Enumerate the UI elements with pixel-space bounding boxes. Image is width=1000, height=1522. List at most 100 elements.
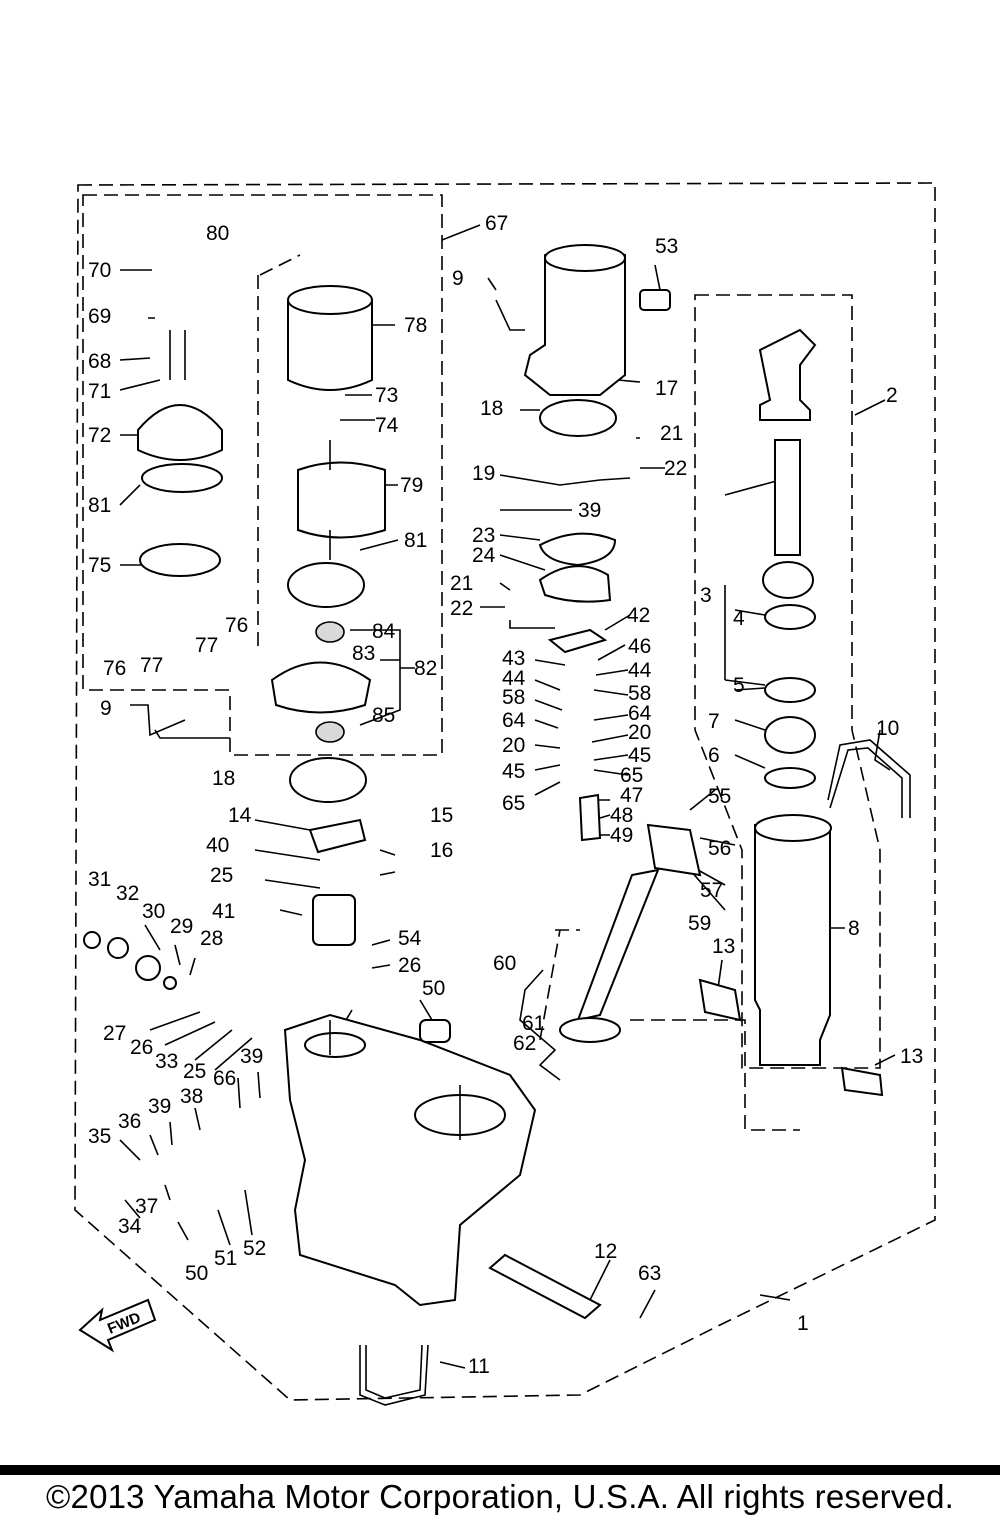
callout-45b: 45: [628, 744, 651, 767]
callout-29: 29: [170, 915, 193, 938]
callout-42: 42: [627, 604, 650, 627]
callout-69: 69: [88, 305, 111, 328]
callout-26b: 26: [130, 1036, 153, 1059]
callout-10: 10: [876, 717, 899, 740]
callout-79: 79: [400, 474, 423, 497]
callout-83: 83: [352, 642, 375, 665]
callout-40: 40: [206, 834, 229, 857]
callout-22a: 22: [664, 457, 687, 480]
callout-65a: 65: [502, 792, 525, 815]
callout-73: 73: [375, 384, 398, 407]
callout-15: 15: [430, 804, 453, 827]
callout-2: 2: [886, 384, 898, 407]
callout-24: 24: [472, 544, 496, 567]
callout-1: 1: [797, 1312, 809, 1335]
callout-78: 78: [404, 314, 427, 337]
callout-74: 74: [375, 414, 399, 437]
callout-61: 61: [522, 1012, 545, 1035]
callout-20a: 20: [502, 734, 525, 757]
callout-20b: 20: [628, 721, 651, 744]
callout-25a: 25: [210, 864, 233, 887]
callout-21a: 21: [660, 422, 683, 445]
callout-44a: 44: [502, 667, 526, 690]
callout-43: 43: [502, 647, 525, 670]
callout-30: 30: [142, 900, 165, 923]
callout-13b: 13: [900, 1045, 923, 1068]
callout-37: 37: [135, 1195, 158, 1218]
callout-18a: 18: [480, 397, 503, 420]
callout-39b: 39: [240, 1045, 263, 1068]
callout-4: 4: [733, 607, 745, 630]
callout-58b: 58: [628, 682, 651, 705]
callout-31: 31: [88, 868, 111, 891]
callout-22b: 22: [450, 597, 473, 620]
callout-81b: 81: [404, 529, 427, 552]
callout-18b: 18: [212, 767, 235, 790]
copyright-text: ©2013 Yamaha Motor Corporation, U.S.A. A…: [46, 1478, 954, 1515]
callout-51: 51: [214, 1247, 237, 1270]
callout-9a: 9: [452, 267, 464, 290]
callout-76b: 76: [103, 657, 126, 680]
callout-25b: 25: [183, 1060, 206, 1083]
callout-11: 11: [468, 1355, 490, 1378]
callout-8: 8: [848, 917, 860, 940]
callout-7: 7: [708, 710, 720, 733]
callout-62: 62: [513, 1032, 536, 1055]
callout-63: 63: [638, 1262, 661, 1285]
callout-70: 70: [88, 259, 111, 282]
callout-41: 41: [212, 900, 235, 923]
callout-9b: 9: [100, 697, 112, 720]
callout-68: 68: [88, 350, 111, 373]
callout-81a: 81: [88, 494, 111, 517]
callout-21b: 21: [450, 572, 473, 595]
callout-23: 23: [472, 524, 495, 547]
callout-58a: 58: [502, 686, 525, 709]
callout-50b: 50: [185, 1262, 208, 1285]
callout-56: 56: [708, 837, 731, 860]
callout-27: 27: [103, 1022, 126, 1045]
callout-48: 48: [610, 804, 633, 827]
callout-64b: 64: [628, 702, 652, 725]
callout-17: 17: [655, 377, 678, 400]
callout-67: 67: [485, 212, 508, 235]
callout-65b: 65: [620, 764, 643, 787]
callout-3: 3: [700, 584, 712, 607]
callout-47: 47: [620, 784, 643, 807]
part-outlines: FWD: [78, 244, 911, 1406]
callout-26a: 26: [398, 954, 421, 977]
callout-33: 33: [155, 1050, 178, 1073]
callout-36: 36: [118, 1110, 141, 1133]
callout-77b: 77: [140, 654, 163, 677]
callout-54: 54: [398, 927, 422, 950]
callout-50a: 50: [422, 977, 445, 1000]
callout-77a: 77: [195, 634, 218, 657]
callout-39a: 39: [578, 499, 601, 522]
callout-85: 85: [372, 704, 395, 727]
power-trim-tilt-exploded-diagram: FWD 1 2 3 4 5 6 7 8 9 9 9 10 11 12 13 13…: [74, 182, 936, 1406]
callout-13a: 13: [712, 935, 735, 958]
callout-14: 14: [228, 804, 252, 827]
callout-44b: 44: [628, 659, 652, 682]
callout-6: 6: [708, 744, 720, 767]
callout-39c: 39: [148, 1095, 171, 1118]
callout-34: 34: [118, 1215, 142, 1238]
callout-60: 60: [493, 952, 516, 975]
callout-16: 16: [430, 839, 453, 862]
callout-labels: 1 2 3 4 5 6 7 8 9 9 9 10 11 12 13 13 14 …: [88, 212, 923, 1378]
callout-45a: 45: [502, 760, 525, 783]
assembly-boundaries: [74, 182, 936, 1401]
callout-72: 72: [88, 424, 111, 447]
callout-57: 57: [700, 879, 723, 902]
callout-19: 19: [472, 462, 495, 485]
callout-59: 59: [688, 912, 711, 935]
callout-84: 84: [372, 620, 396, 643]
callout-64a: 64: [502, 709, 526, 732]
callout-55: 55: [708, 785, 731, 808]
callout-28: 28: [200, 927, 223, 950]
callout-66: 66: [213, 1067, 236, 1090]
callout-38: 38: [180, 1085, 203, 1108]
callout-35: 35: [88, 1125, 111, 1148]
callout-32: 32: [116, 882, 139, 905]
callout-5: 5: [733, 674, 745, 697]
callout-12: 12: [594, 1240, 617, 1263]
